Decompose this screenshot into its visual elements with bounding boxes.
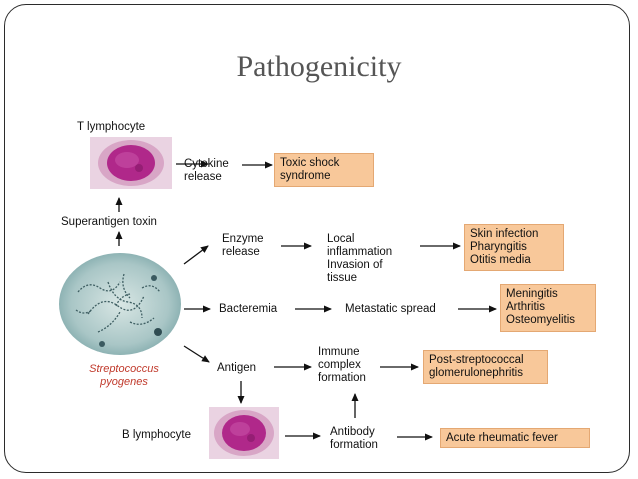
meningitis-box: Meningitis Arthritis Osteomyelitis [500, 284, 596, 332]
toxic-shock-box: Toxic shock syndrome [274, 153, 374, 187]
antibody-formation-label: Antibody formation [330, 426, 378, 451]
t-lymphocyte-label: T lymphocyte [77, 121, 146, 133]
immune-complex-label: Immune complex formation [318, 346, 366, 384]
streptococcus-image [59, 253, 181, 355]
rheumatic-fever-box: Acute rheumatic fever [440, 428, 590, 448]
bacteremia-label: Bacteremia [219, 303, 278, 315]
skin-infection-box: Skin infection Pharyngitis Otitis media [464, 224, 564, 271]
slide-title: Pathogenicity [236, 50, 402, 83]
post-strep-box: Post-streptococcal glomerulonephritis [423, 350, 548, 384]
species-name: Streptococcus pyogenes [89, 363, 159, 388]
superantigen-label: Superantigen toxin [61, 216, 157, 228]
cytokine-release-label: Cytokine release [184, 158, 229, 183]
b-lymphocyte-label: B lymphocyte [122, 429, 192, 441]
arrow-bacteria-to-enzyme [183, 245, 209, 265]
t-lymphocyte-image [90, 137, 172, 189]
metastatic-spread-label: Metastatic spread [345, 303, 436, 315]
enzyme-release-label: Enzyme release [222, 233, 264, 258]
local-inflammation-label: Local inflammation Invasion of tissue [327, 233, 393, 284]
arrow-bacteria-to-antigen [183, 345, 210, 363]
antigen-label: Antigen [217, 362, 257, 374]
b-lymphocyte-image [209, 407, 279, 459]
